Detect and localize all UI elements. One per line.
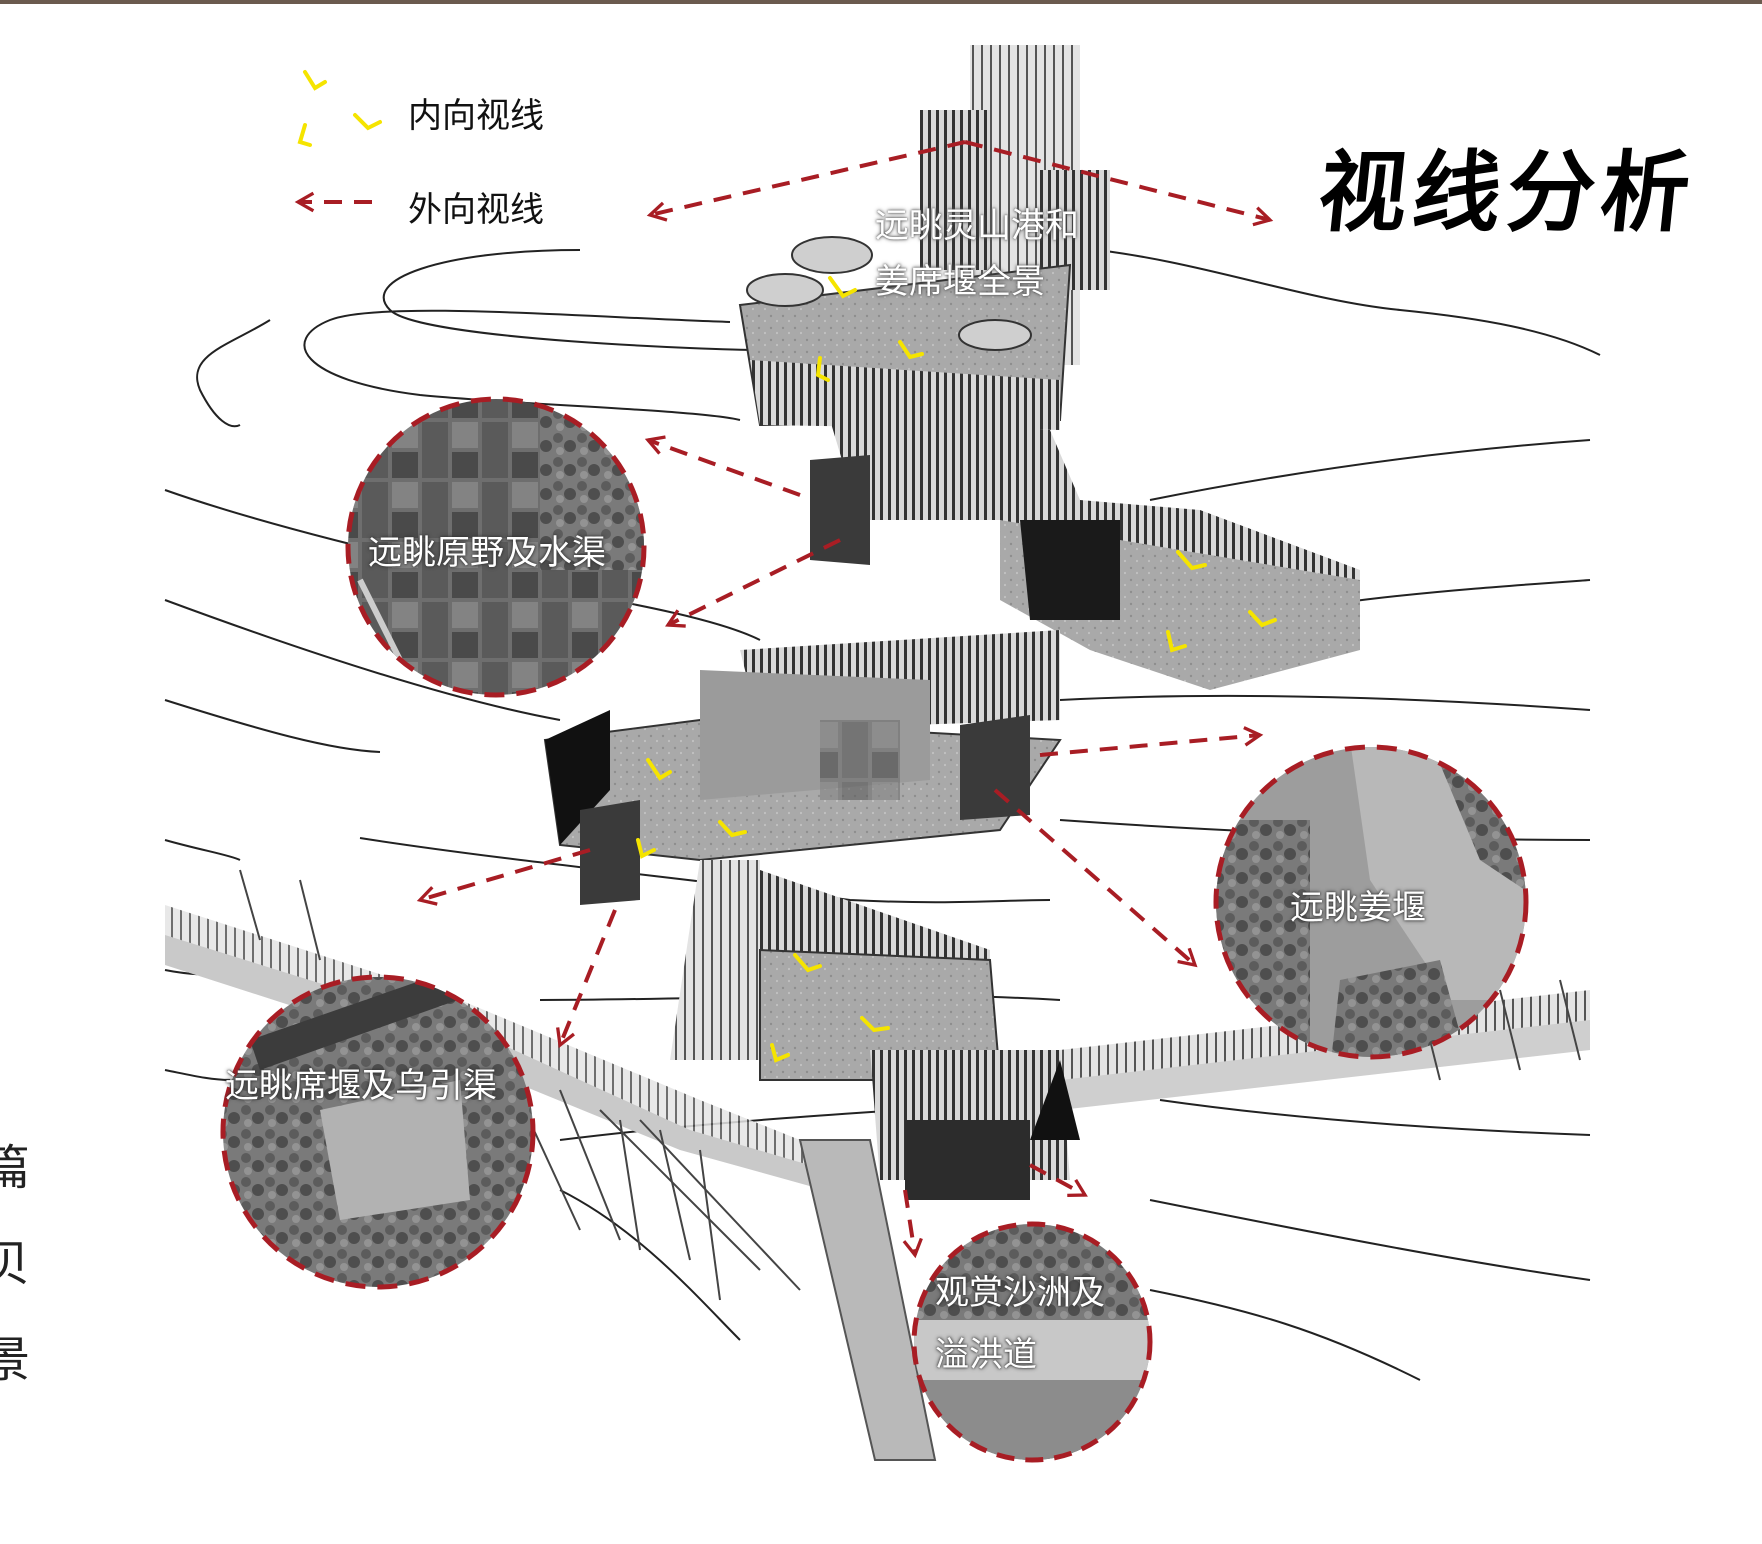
viewpoint-label-top-line2: 姜席堰全景 — [875, 262, 1045, 302]
left-edge-char: 篇 — [0, 1140, 31, 1196]
left-edge-char: 景 — [0, 1332, 31, 1388]
page-title: 视线分析 — [1313, 140, 1701, 244]
inward-sightline-markers — [297, 70, 1277, 1063]
left-edge-char: 贝 — [0, 1236, 31, 1292]
circle-label-xi-weir: 远眺席堰及乌引渠 — [225, 1066, 497, 1106]
walkway-structure — [543, 45, 1360, 1200]
circle-label-sandbar-line1: 观赏沙洲及 — [935, 1273, 1105, 1313]
viewpoint-label-top: 远眺灵山港和 姜席堰全景 — [875, 198, 1079, 310]
circle-label-jiang-weir: 远眺姜堰 — [1290, 888, 1426, 928]
circle-label-sandbar: 观赏沙洲及 溢洪道 — [935, 1262, 1105, 1386]
circle-label-sandbar-line2: 溢洪道 — [935, 1335, 1037, 1375]
circle-label-fields: 远眺原野及水渠 — [368, 533, 606, 573]
top-border — [0, 0, 1762, 4]
left-edge-text: 篇 贝 景 — [0, 1120, 42, 1408]
outward-sightline-arrows — [294, 140, 1274, 1259]
viewpoint-label-top-line1: 远眺灵山港和 — [875, 206, 1079, 246]
photo-circle-sandbar — [911, 1221, 1153, 1463]
legend-inward-label: 内向视线 — [408, 96, 544, 136]
photo-circle-xi-weir — [220, 974, 536, 1290]
legend-outward-label: 外向视线 — [408, 190, 544, 230]
